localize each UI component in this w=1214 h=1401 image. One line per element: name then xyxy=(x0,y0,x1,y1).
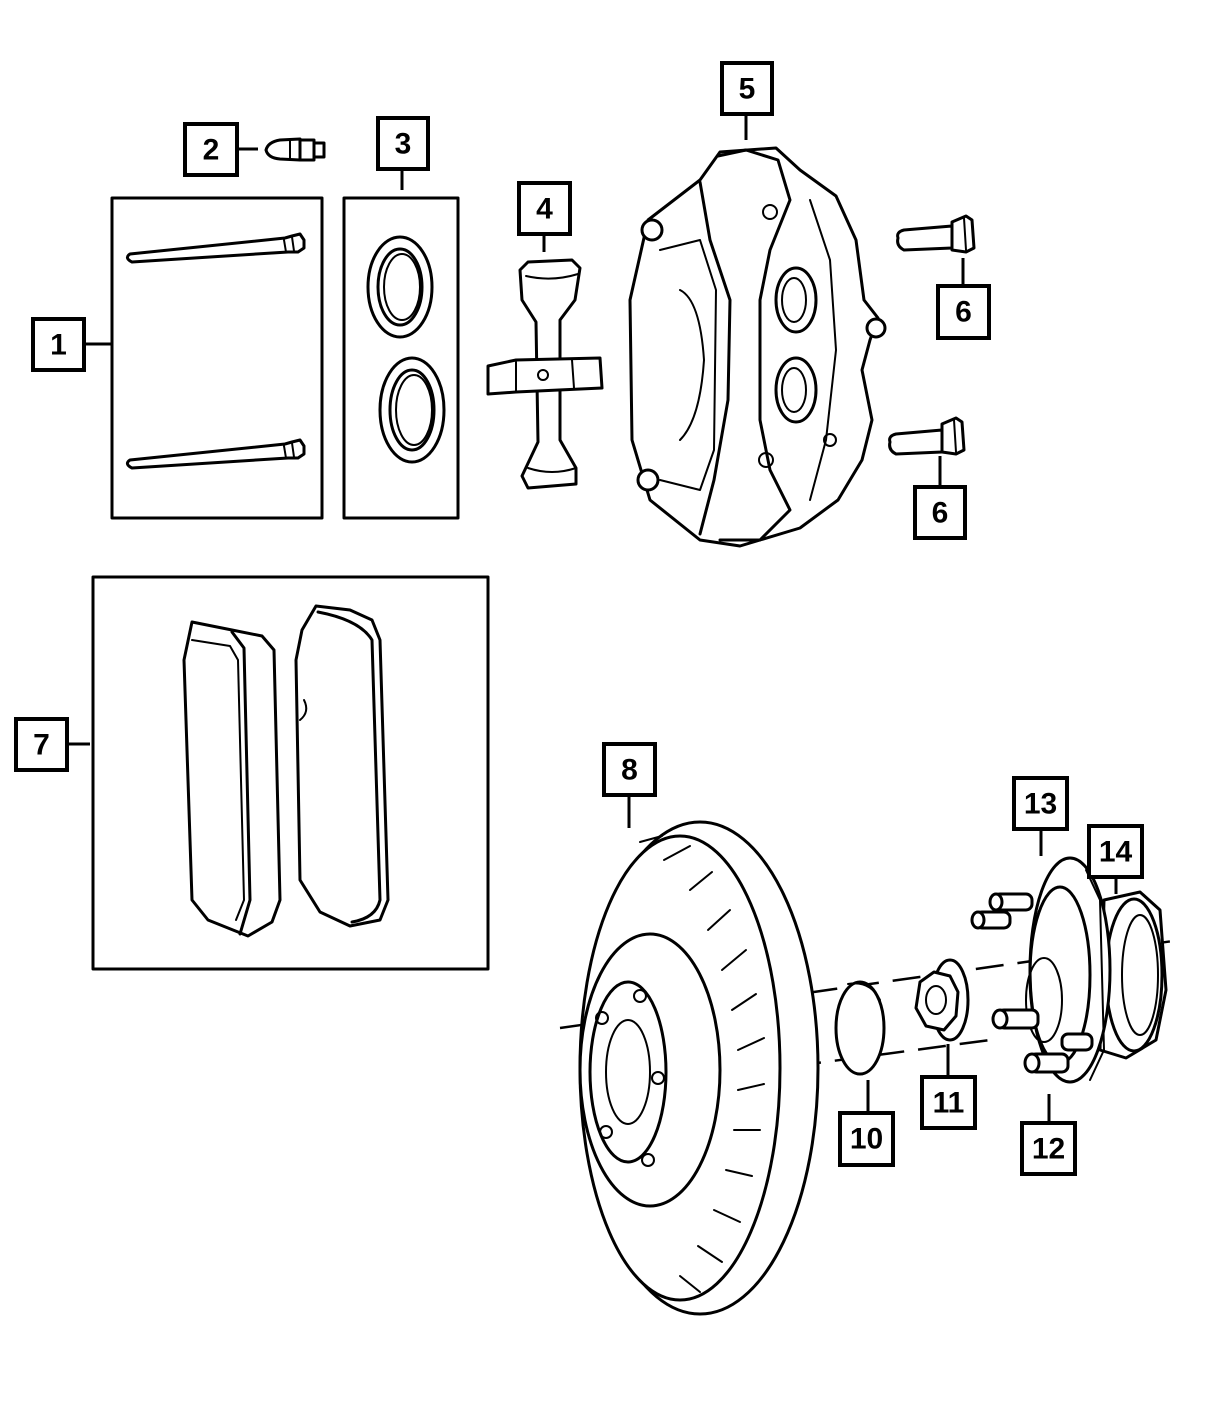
brake-pad-outer xyxy=(294,604,390,928)
stud-2 xyxy=(970,910,1012,930)
callout-8: 8 xyxy=(602,742,657,797)
svg-text:12: 12 xyxy=(1032,1133,1065,1166)
callout-2: 2 xyxy=(183,122,239,177)
callout-7: 7 xyxy=(14,717,69,772)
seal-bottom xyxy=(378,356,446,464)
brake-pad-inner xyxy=(182,620,282,938)
part-10-dust-cap[interactable] xyxy=(834,980,886,1076)
rotor-vents xyxy=(639,835,765,1293)
callout-11: 11 xyxy=(920,1075,977,1130)
part-7-brake-pads[interactable] xyxy=(91,575,490,971)
callout-4: 4 xyxy=(517,181,572,236)
part-12-wheel-studs[interactable] xyxy=(970,892,1094,1074)
part-6-bolt-bottom[interactable] xyxy=(888,416,966,456)
part-8-rotor[interactable] xyxy=(578,820,820,1316)
svg-text:1: 1 xyxy=(50,329,67,362)
part-11-hub-nut[interactable] xyxy=(914,958,970,1042)
stud-4 xyxy=(1023,1052,1070,1074)
part-2-bleeder-screw[interactable] xyxy=(264,137,326,162)
stud-1 xyxy=(988,892,1034,912)
callout-3: 3 xyxy=(376,116,430,171)
callout-10: 10 xyxy=(838,1111,895,1167)
guide-pin-bottom xyxy=(125,438,306,470)
guide-pin-top xyxy=(125,232,306,264)
svg-text:7: 7 xyxy=(33,729,50,762)
callout-1: 1 xyxy=(31,317,86,372)
pad-kit-frame xyxy=(91,575,490,971)
part-4-anti-rattle-clip[interactable] xyxy=(486,258,604,490)
svg-text:5: 5 xyxy=(739,73,756,106)
svg-text:4: 4 xyxy=(536,193,553,226)
svg-text:6: 6 xyxy=(932,497,949,530)
svg-text:11: 11 xyxy=(933,1087,965,1120)
callout-6-bottom: 6 xyxy=(913,485,967,540)
part-1-pin-kit[interactable] xyxy=(110,196,324,520)
part-5-caliper[interactable] xyxy=(628,146,887,548)
svg-text:8: 8 xyxy=(621,754,638,787)
svg-text:2: 2 xyxy=(203,134,220,167)
callout-12: 12 xyxy=(1020,1121,1077,1176)
part-3-seal-kit[interactable] xyxy=(342,196,460,520)
part-13-hub-flange[interactable] xyxy=(1025,856,1112,1084)
callout-13: 13 xyxy=(1012,776,1069,831)
callout-6-top: 6 xyxy=(936,284,991,340)
seal-top xyxy=(366,235,434,339)
svg-text:14: 14 xyxy=(1099,836,1133,869)
stud-3 xyxy=(991,1008,1040,1030)
leader-lines xyxy=(68,115,1118,1122)
stud-5 xyxy=(1060,1032,1094,1052)
svg-text:3: 3 xyxy=(395,128,412,161)
svg-text:13: 13 xyxy=(1024,788,1057,821)
callout-14: 14 xyxy=(1087,824,1144,879)
callout-5: 5 xyxy=(720,61,774,116)
part-6-bolt-top[interactable] xyxy=(896,214,976,254)
svg-text:6: 6 xyxy=(955,296,972,329)
svg-text:10: 10 xyxy=(850,1123,883,1156)
